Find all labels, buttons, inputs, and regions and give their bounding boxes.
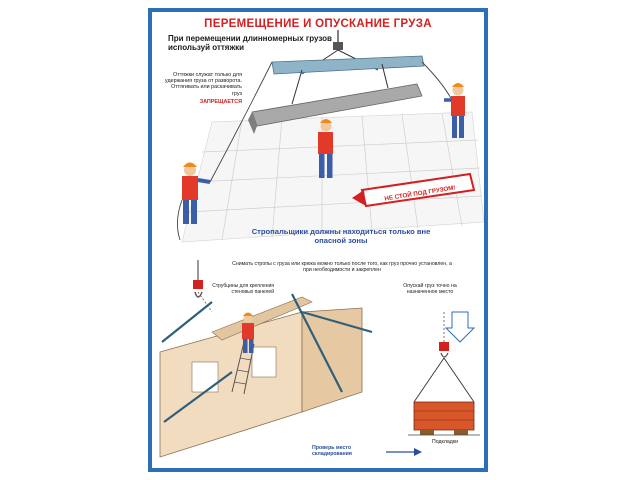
worker-middle-figure bbox=[318, 119, 333, 178]
check-arrow bbox=[386, 448, 422, 456]
tag-line-note: Оттяжки служат только для удержания груз… bbox=[160, 72, 242, 105]
ladder-worker bbox=[231, 312, 255, 395]
safety-poster: ПЕРЕМЕЩЕНИЕ И ОПУСКАНИЕ ГРУЗА При переме… bbox=[148, 8, 488, 472]
poster-title: ПЕРЕМЕЩЕНИЕ И ОПУСКАНИЕ ГРУЗА bbox=[204, 18, 432, 30]
forbidden-label: ЗАПРЕЩАЕТСЯ bbox=[199, 98, 242, 105]
lower-load-label: Опускай груз точно на назначенное место bbox=[403, 283, 457, 295]
worker-left-figure bbox=[177, 162, 211, 241]
crane-hook-lower bbox=[193, 260, 213, 313]
floor-grid bbox=[181, 111, 484, 243]
panel-struts bbox=[161, 293, 373, 423]
tag-lines bbox=[209, 61, 453, 183]
wall-panels bbox=[159, 296, 363, 458]
lifting-beam bbox=[271, 55, 425, 105]
pads-label: Подкладки bbox=[432, 439, 458, 445]
lowering-diagram bbox=[408, 311, 480, 436]
remove-slings-text: Снимать стропы с груза или крюка можно т… bbox=[232, 261, 452, 273]
tag-line-note-text: Оттяжки служат только для удержания груз… bbox=[164, 72, 242, 97]
long-load bbox=[248, 83, 423, 134]
check-storage-label: Проверь место складирования bbox=[312, 445, 352, 457]
danger-zone-text: Стропальщики должны находиться только вн… bbox=[251, 227, 431, 245]
poster-subtitle: При перемещении длинномерных грузов испо… bbox=[168, 34, 332, 53]
floor-warning-sign bbox=[352, 172, 476, 208]
poster-illustration bbox=[159, 30, 484, 458]
struts-label: Струбцины для крепления стеновых панелей bbox=[212, 283, 274, 295]
worker-right-figure bbox=[444, 83, 465, 138]
